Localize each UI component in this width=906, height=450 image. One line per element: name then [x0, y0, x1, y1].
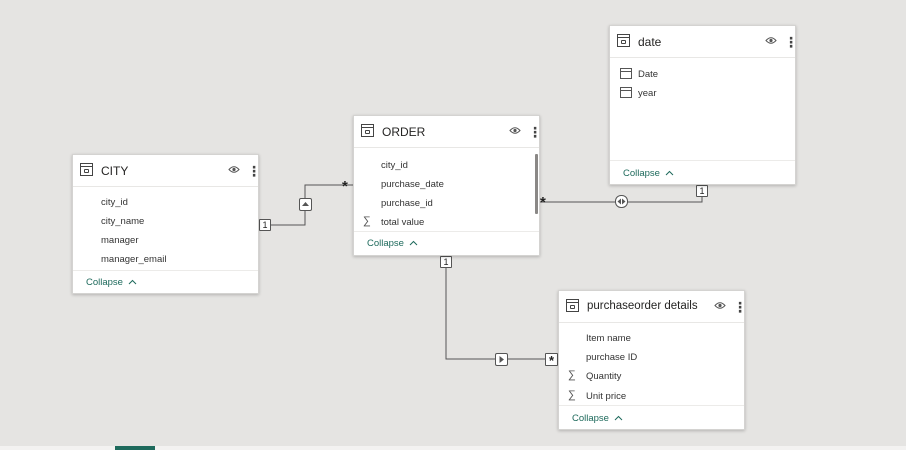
field-total-value[interactable]: total value	[381, 217, 425, 228]
more-options-icon[interactable]: ⋮	[733, 299, 747, 315]
order-date-many-marker[interactable]: *	[540, 194, 546, 211]
city-order-many-marker[interactable]: *	[342, 178, 348, 195]
field-city-id[interactable]: city_id	[101, 197, 128, 208]
table-header[interactable]: CITY ⋮	[73, 155, 261, 187]
table-card-order[interactable]: ORDER ⋮ city_id purchase_date purchase_i…	[353, 115, 542, 256]
table-header[interactable]: date ⋮	[610, 26, 798, 58]
field-purchase-date[interactable]: purchase_date	[381, 179, 444, 190]
collapse-label: Collapse	[572, 413, 609, 424]
chevron-up-icon	[665, 170, 673, 176]
field-purchase-id[interactable]: purchase ID	[586, 352, 638, 363]
table-card-date[interactable]: date ⋮ Date year Collapse	[609, 25, 798, 185]
field-date[interactable]: Date	[638, 69, 659, 80]
collapse-button[interactable]: Collapse	[367, 238, 418, 249]
table-header[interactable]: ORDER ⋮	[354, 116, 542, 148]
field-city-name[interactable]: city_name	[101, 216, 145, 227]
table-header[interactable]: purchaseorder details ⋮	[559, 291, 747, 323]
field-item-name[interactable]: Item name	[586, 333, 631, 344]
table-icon	[361, 124, 374, 137]
footer-divider	[610, 160, 795, 161]
eye-icon[interactable]	[714, 301, 726, 313]
sum-icon: ∑	[568, 389, 576, 401]
order-date-one-marker[interactable]: 1	[696, 185, 708, 197]
eye-icon[interactable]	[228, 165, 240, 177]
more-options-icon[interactable]: ⋮	[247, 163, 261, 179]
footer-divider	[559, 405, 744, 406]
footer-divider	[73, 270, 258, 271]
collapse-button[interactable]: Collapse	[623, 168, 674, 179]
order-purchase-many-marker[interactable]: *	[545, 353, 558, 368]
city-order-one-marker[interactable]: 1	[259, 219, 271, 231]
calendar-icon	[620, 68, 632, 79]
table-icon	[80, 163, 93, 176]
more-options-icon[interactable]: ⋮	[528, 124, 542, 140]
page-tabs-strip	[0, 446, 906, 450]
sum-icon: ∑	[363, 215, 371, 227]
table-card-city[interactable]: CITY ⋮ city_id city_name manager manager…	[72, 154, 261, 294]
footer-divider	[354, 231, 539, 232]
city-order-filter-direction-icon[interactable]	[299, 198, 312, 211]
active-page-tab[interactable]	[115, 446, 155, 450]
field-manager-email[interactable]: manager_email	[101, 254, 167, 265]
collapse-button[interactable]: Collapse	[86, 277, 137, 288]
relationship-order-purchase-line	[445, 256, 558, 360]
order-purchase-one-marker[interactable]: 1	[440, 256, 452, 268]
field-unit-price[interactable]: Unit price	[586, 391, 627, 402]
field-quantity[interactable]: Quantity	[586, 371, 622, 382]
table-title: purchaseorder details	[587, 300, 698, 312]
table-icon	[566, 299, 579, 312]
eye-icon[interactable]	[765, 36, 777, 48]
eye-icon[interactable]	[509, 126, 521, 138]
table-title: date	[638, 35, 662, 49]
calendar-hierarchy-icon	[620, 87, 632, 98]
more-options-icon[interactable]: ⋮	[784, 34, 798, 50]
collapse-label: Collapse	[623, 168, 660, 179]
table-title: ORDER	[382, 125, 426, 139]
field-manager[interactable]: manager	[101, 235, 139, 246]
table-icon	[617, 34, 630, 47]
field-purchase-id[interactable]: purchase_id	[381, 198, 433, 209]
collapse-button[interactable]: Collapse	[572, 413, 623, 424]
sum-icon: ∑	[568, 369, 576, 381]
order-date-bidirectional-icon[interactable]	[615, 195, 628, 208]
table-title: CITY	[101, 164, 129, 178]
field-city-id[interactable]: city_id	[381, 160, 408, 171]
scrollbar[interactable]	[535, 154, 538, 214]
collapse-label: Collapse	[367, 238, 404, 249]
collapse-label: Collapse	[86, 277, 123, 288]
order-purchase-filter-direction-icon[interactable]	[495, 353, 508, 366]
table-card-purchaseorder-details[interactable]: purchaseorder details ⋮ Item name purcha…	[558, 290, 747, 430]
chevron-up-icon	[614, 415, 622, 421]
chevron-up-icon	[128, 279, 136, 285]
chevron-up-icon	[409, 240, 417, 246]
field-year[interactable]: year	[638, 88, 657, 99]
